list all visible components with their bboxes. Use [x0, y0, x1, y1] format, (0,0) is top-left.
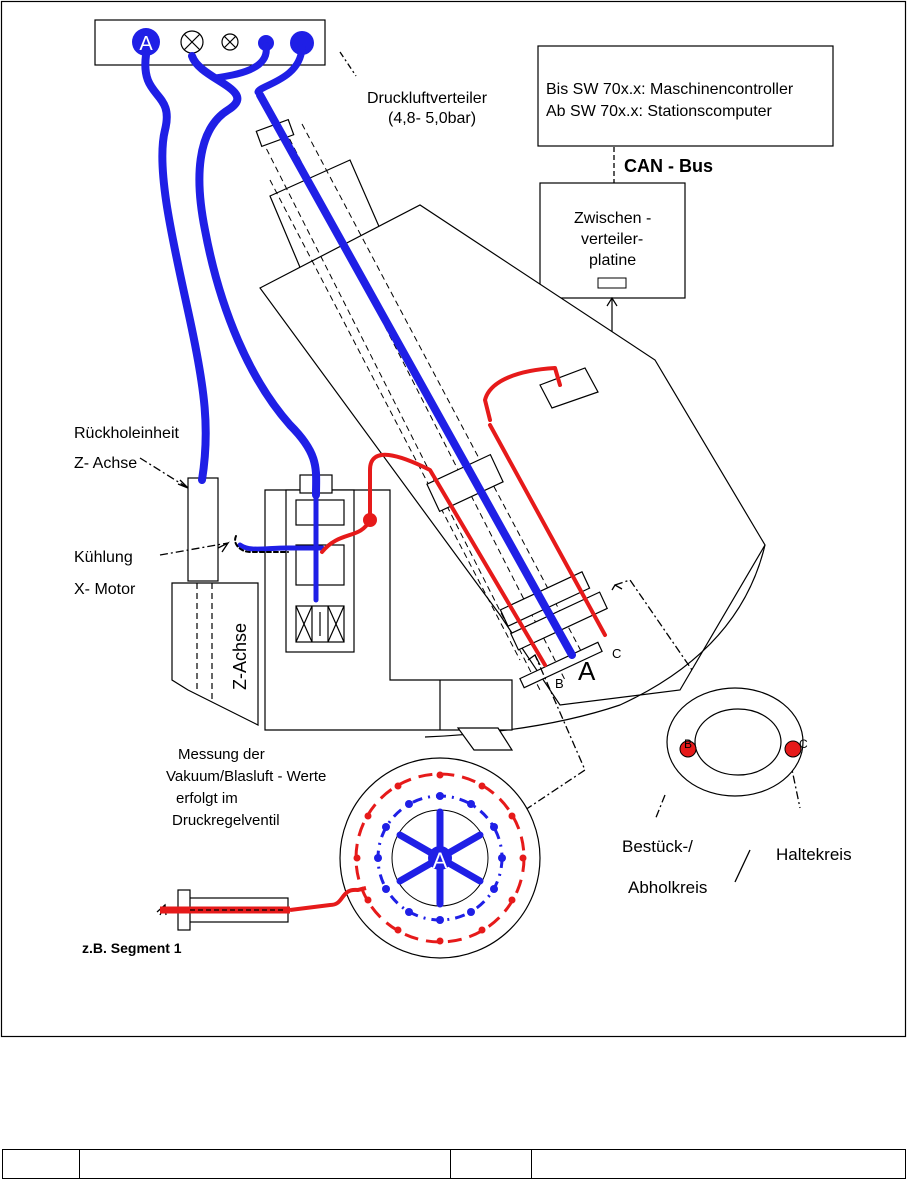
measure-label-4: Druckregelventil [172, 812, 280, 829]
x-motor-housing [264, 474, 514, 751]
pressure-label: (4,8- 5,0bar) [388, 110, 476, 127]
dot-large-icon [290, 31, 314, 55]
board-connector [597, 277, 627, 289]
air-lines [320, 366, 607, 667]
x-motor-label: X- Motor [74, 581, 136, 598]
placement-circuit-label-1: Bestück-/ [622, 837, 693, 856]
table-row [2, 1149, 906, 1179]
holding-circuit-label: Haltekreis [776, 845, 852, 864]
controller-box [537, 45, 834, 147]
disc-letter-a: A [433, 848, 448, 873]
canbus-label: CAN - Bus [624, 156, 713, 176]
circle-x-small-icon [221, 33, 239, 51]
head-letter-a: A [578, 656, 596, 686]
head-letter-b: B [555, 676, 564, 691]
cooling-label: Kühlung [74, 549, 133, 566]
z-axis-vertical-label: Z-Achse [230, 623, 250, 690]
air-junction-dot [363, 513, 377, 527]
placement-circuit-label-2: Abholkreis [628, 878, 707, 897]
measure-label-3: erfolgt im [176, 790, 238, 807]
circle-a-icon [132, 28, 160, 56]
vacuum-lines [141, 42, 576, 659]
circle-x-icon [180, 30, 204, 54]
ring-letter-b: B [684, 737, 692, 751]
footer-cell-3 [450, 1149, 532, 1179]
board-label-3: platine [589, 252, 636, 269]
controller-label-2: Ab SW 70x.x: Stationscomputer [546, 103, 773, 120]
segment-label: z.B. Segment 1 [82, 940, 182, 956]
footer-cell-1 [2, 1149, 80, 1179]
z-axis-small-label: Z- Achse [74, 455, 137, 472]
ring-dot-b [679, 740, 697, 758]
diagram-frame [0, 0, 907, 1038]
compressed-air-distributor: A [94, 19, 357, 77]
return-unit-label: Rückholeinheit [74, 425, 180, 442]
ring-dot-c [784, 740, 802, 758]
head-letter-c: C [612, 646, 621, 661]
measure-label-1: Messung der [178, 746, 265, 763]
pneumatic-diagram: A [0, 0, 907, 1038]
distributor-label: Druckluftverteiler [367, 90, 488, 107]
board-label-2: verteiler- [581, 231, 643, 248]
measure-label-2: Vakuum/Blasluft - Werte [166, 768, 326, 785]
board-label-1: Zwischen - [574, 210, 651, 227]
segment-connector [160, 886, 367, 931]
ring-letter-c: C [799, 737, 808, 751]
controller-label-1: Bis SW 70x.x: Maschinencontroller [546, 81, 794, 98]
footer-cell-2 [79, 1149, 451, 1179]
segment-disc: A [339, 757, 541, 959]
footer-table [2, 1149, 906, 1179]
port-a-letter: A [139, 33, 153, 55]
footer-cell-4 [531, 1149, 906, 1179]
nozzle-ring: B C [666, 687, 808, 797]
